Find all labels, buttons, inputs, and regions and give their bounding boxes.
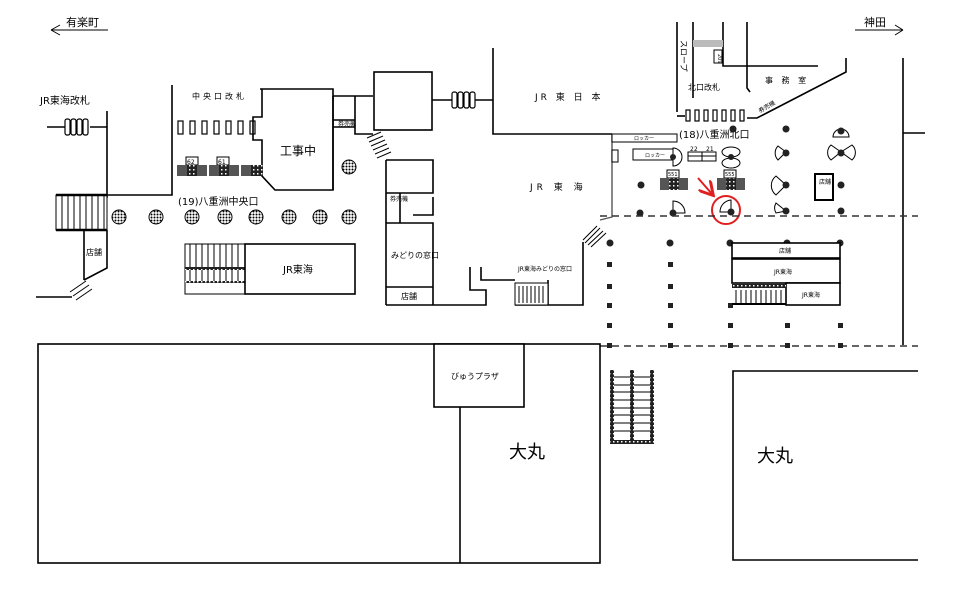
shop-box-north [814, 173, 834, 201]
svg-text:61: 61 [218, 159, 226, 166]
yaesu-north-exit-label: (18)八重洲北口 [679, 128, 750, 141]
jr-tokai-box-central [244, 243, 356, 295]
shop-right-box [731, 242, 841, 259]
stall-62: 62 [177, 156, 207, 176]
stairs-jr-tokai-midori [514, 282, 549, 306]
slope-hatch [693, 40, 723, 47]
svg-text:ロッカー: ロッカー [634, 136, 654, 142]
view-plaza-box [433, 343, 525, 408]
midori-block [385, 159, 434, 306]
shop-midori-label: 店舗 [401, 291, 417, 301]
direction-right: 神田 [855, 15, 904, 36]
svg-text:22: 22 [690, 146, 698, 153]
ticket-machine-small-label: 券売機 [338, 120, 356, 128]
ticket-machine-vert-label: 券売機 [390, 195, 408, 203]
north-gate-label: 北口改札 [688, 82, 720, 92]
direction-right-label: 神田 [864, 15, 886, 29]
svg-text:21: 21 [706, 146, 714, 153]
ticket-gate-north [685, 109, 745, 122]
wall [433, 242, 584, 306]
stall-555: 555 [717, 169, 745, 190]
svg-text:JR東海: JR東海 [801, 291, 820, 299]
yaesu-central-exit-label: (19)八重洲中央口 [178, 195, 259, 208]
svg-text:店舗: 店舗 [779, 247, 791, 255]
daimaru-building-right [732, 370, 918, 561]
jr-tokai-center-label: JR 東 海 [529, 181, 587, 193]
direction-left: 有楽町 [50, 15, 108, 36]
stairs-central-lower [184, 243, 246, 295]
locker-small [611, 149, 619, 163]
construction-label: 工事中 [280, 143, 316, 158]
svg-text:ロッカー: ロッカー [645, 153, 665, 159]
svg-text:551: 551 [668, 172, 678, 178]
pillar-grid [606, 239, 844, 348]
construction-area [252, 88, 334, 191]
view-plaza-label: びゅうプラザ [451, 372, 499, 381]
steps-diag-center [366, 131, 392, 159]
wall [676, 22, 847, 119]
shop-left-label: 店舗 [86, 247, 102, 257]
stairs-right [732, 284, 786, 305]
pillar-row-central [111, 159, 357, 225]
jr-tokai-gate-label: JR東海改札 [39, 94, 90, 107]
booth-22-21: 22 21 [687, 146, 717, 162]
svg-text:JR東海: JR東海 [773, 268, 792, 276]
slope-box [713, 49, 723, 64]
svg-text:555: 555 [725, 172, 735, 178]
office-label: 事 務 室 [765, 75, 809, 85]
wall [902, 58, 925, 345]
ticket-gate-jr-tokai [64, 118, 89, 136]
steps-left-bottom [69, 280, 93, 301]
jr-tokai-midori-label: JR東海みどりの窓口 [517, 265, 572, 273]
daimaru-right-label: 大丸 [757, 446, 793, 467]
arrow-left-icon [50, 24, 108, 36]
ticket-gate-east [451, 91, 476, 109]
wall [332, 95, 373, 190]
building-block [373, 71, 433, 131]
central-gate-label: 中央口改札 [192, 91, 247, 101]
highlight-arrow-icon [697, 177, 712, 194]
locker-1 [611, 133, 678, 143]
shop-left-outline [83, 230, 108, 281]
stall-551: 551 [660, 169, 688, 190]
jr-tokai-box-right-2 [785, 282, 841, 306]
escalator-pair [610, 370, 654, 444]
jr-tokai-box-label: JR東海 [282, 263, 313, 276]
svg-text:209: 209 [716, 54, 722, 64]
jr-east-label: JR 東 日 本 [534, 91, 604, 103]
svg-text:店舗: 店舗 [819, 178, 831, 186]
stall-61: 61 [209, 156, 239, 176]
steps-diag-right [582, 225, 607, 248]
north-kiosks: 店舗 [636, 125, 856, 217]
svg-text:62: 62 [187, 159, 195, 166]
wall [107, 85, 173, 196]
wall [47, 111, 108, 198]
stairs-left [55, 193, 108, 232]
highlight-circle-icon [711, 195, 741, 225]
arrow-right-icon [855, 24, 904, 36]
jr-east-area [492, 48, 612, 135]
ticket-gate-central [177, 120, 256, 135]
highlighted-location [697, 177, 741, 225]
stall-single [241, 165, 263, 176]
midori-window-label: みどりの窓口 [391, 250, 439, 260]
daimaru-left-label: 大丸 [509, 442, 545, 463]
fan-kiosk-553-554 [721, 146, 741, 169]
direction-left-label: 有楽町 [66, 15, 99, 29]
slope-label: スロープ [679, 40, 688, 72]
fan-kiosk-locker [670, 147, 683, 167]
wall [599, 134, 613, 221]
